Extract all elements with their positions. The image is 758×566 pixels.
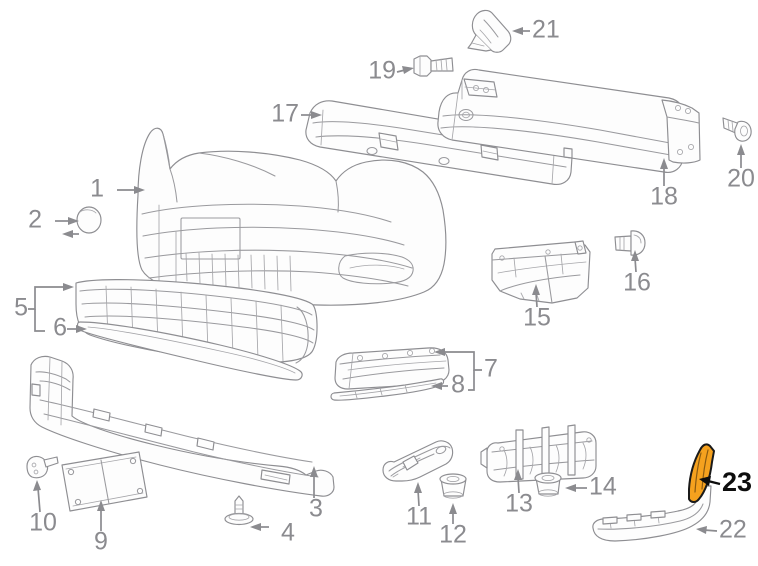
part-lower-valance-spoiler[interactable]: [29, 355, 335, 497]
callout-label-15[interactable]: 15: [523, 304, 551, 332]
part-lower-grille-molding[interactable]: [76, 321, 303, 381]
callout-label-7[interactable]: 7: [484, 355, 498, 383]
part-front-corner-molding-highlighted[interactable]: [688, 443, 715, 503]
leader-23: [699, 476, 721, 486]
leader-6: [67, 325, 87, 333]
leader-21: [512, 27, 530, 35]
leader-18: [660, 158, 668, 186]
part-license-plate-screw[interactable]: [26, 455, 59, 479]
callout-label-6[interactable]: 6: [53, 314, 67, 342]
leader-7: [434, 348, 482, 391]
callout-label-19[interactable]: 19: [368, 57, 396, 85]
part-front-bumper-cover[interactable]: [136, 127, 447, 306]
leader-16: [631, 250, 639, 273]
callout-label-9[interactable]: 9: [94, 528, 108, 556]
callout-label-23[interactable]: 23: [722, 467, 752, 497]
callout-label-18[interactable]: 18: [650, 183, 678, 211]
leader-12: [449, 503, 457, 524]
part-tow-hook-cover-cap[interactable]: [76, 206, 102, 234]
callout-label-2[interactable]: 2: [28, 206, 42, 234]
leader-4: [250, 523, 269, 531]
callout-label-11[interactable]: 11: [406, 503, 432, 531]
leader-9: [97, 500, 105, 531]
part-bracket-grommet-nut[interactable]: [439, 473, 467, 499]
leader-3: [310, 466, 318, 498]
callout-label-12[interactable]: 12: [439, 521, 467, 549]
leader-17: [301, 111, 322, 119]
leader-1: [117, 186, 145, 194]
callout-label-17[interactable]: 17: [271, 100, 299, 128]
part-impact-absorber[interactable]: [305, 100, 573, 186]
part-license-plate-bracket[interactable]: [61, 451, 148, 512]
leader-5: [28, 283, 74, 332]
callout-label-20[interactable]: 20: [727, 165, 755, 193]
part-bumper-side-bracket[interactable]: [382, 440, 454, 482]
part-air-deflector-duct[interactable]: [491, 240, 591, 304]
leader-15: [532, 284, 540, 308]
callout-label-14[interactable]: 14: [589, 473, 617, 501]
leader-13: [514, 469, 522, 494]
callout-label-13[interactable]: 13: [505, 490, 533, 518]
callout-label-22[interactable]: 22: [719, 516, 747, 544]
leader-8: [431, 382, 448, 390]
part-push-pin-retainer[interactable]: [224, 495, 254, 526]
part-bumper-center-bracket[interactable]: [480, 424, 597, 483]
leader-14: [565, 484, 587, 492]
callout-label-5[interactable]: 5: [14, 294, 28, 322]
part-energy-absorber-bracket[interactable]: [467, 9, 512, 53]
callout-label-4[interactable]: 4: [281, 519, 295, 547]
callout-label-1[interactable]: 1: [90, 175, 104, 203]
part-bracket-grommet-nut-2[interactable]: [534, 472, 562, 497]
callout-label-3[interactable]: 3: [309, 495, 323, 523]
leader-10: [33, 480, 41, 513]
leader-11: [414, 482, 422, 507]
callout-label-16[interactable]: 16: [623, 269, 651, 297]
part-flange-bolt[interactable]: [413, 55, 454, 77]
callout-label-8[interactable]: 8: [451, 371, 465, 399]
callout-label-21[interactable]: 21: [532, 16, 560, 44]
callout-label-10[interactable]: 10: [29, 509, 57, 537]
part-fog-lamp-bezel-assembly[interactable]: [334, 347, 450, 390]
part-reinforcement-bolt[interactable]: [722, 117, 752, 142]
part-bumper-reinforcement-bar[interactable]: [437, 68, 701, 173]
leader-20: [737, 144, 745, 168]
part-fog-lamp-bezel-trim[interactable]: [330, 378, 445, 401]
leader-19: [396, 66, 414, 74]
leader-22: [696, 526, 718, 534]
leader-2: [55, 217, 79, 238]
part-deflector-bolt[interactable]: [614, 230, 646, 256]
